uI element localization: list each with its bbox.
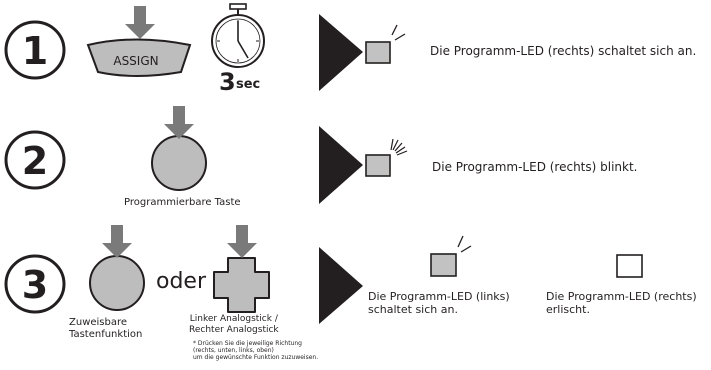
step-3-result-left: Die Programm-LED (links) schaltet sich a… (368, 290, 510, 316)
press-arrow-icon (227, 225, 257, 258)
timer-value: 3 (219, 68, 236, 96)
press-arrow-icon (164, 106, 194, 139)
step-2-number: 2 (22, 139, 48, 183)
assignable-button-icon (89, 255, 145, 311)
timer-unit: sec (236, 77, 260, 92)
oder-connector: oder (156, 269, 207, 294)
programmable-button-icon (151, 135, 207, 191)
step-1-result: Die Programm-LED (rechts) schaltet sich … (430, 44, 697, 58)
step-2-led-blink-icon (365, 138, 408, 177)
analog-stick-icon (213, 257, 270, 313)
press-arrow-icon (102, 225, 132, 258)
assign-button: ASSIGN (86, 38, 192, 77)
step-2-number-badge: 2 (4, 130, 66, 190)
step-1-arrow-icon (319, 14, 363, 91)
step-1-led-on-icon (365, 24, 406, 64)
step-1-number: 1 (22, 29, 48, 73)
analog-stick-label: Linker Analogstick / Rechter Analogstick (189, 314, 279, 335)
assignable-button-label: Zuweisbare Tastenfunktion (69, 317, 143, 340)
assign-button-label: ASSIGN (113, 54, 158, 68)
step-3-number: 3 (22, 263, 48, 307)
step-2-result: Die Programm-LED (rechts) blinkt. (432, 160, 638, 174)
step-3-result-right: Die Programm-LED (rechts) erlischt. (546, 290, 697, 316)
step-3-number-badge: 3 (4, 254, 66, 314)
stopwatch-icon (211, 3, 265, 68)
direction-note: * Drücken Sie die jeweilige Richtung (re… (193, 340, 319, 361)
step-1-number-badge: 1 (4, 20, 66, 80)
step-3-led-off-icon (616, 254, 643, 278)
step-3-led-on-icon (430, 235, 472, 277)
step-2-arrow-icon (319, 126, 363, 204)
programmable-button-label: Programmierbare Taste (124, 197, 241, 208)
step-3-arrow-icon (319, 247, 363, 324)
press-arrow-icon (125, 6, 155, 39)
